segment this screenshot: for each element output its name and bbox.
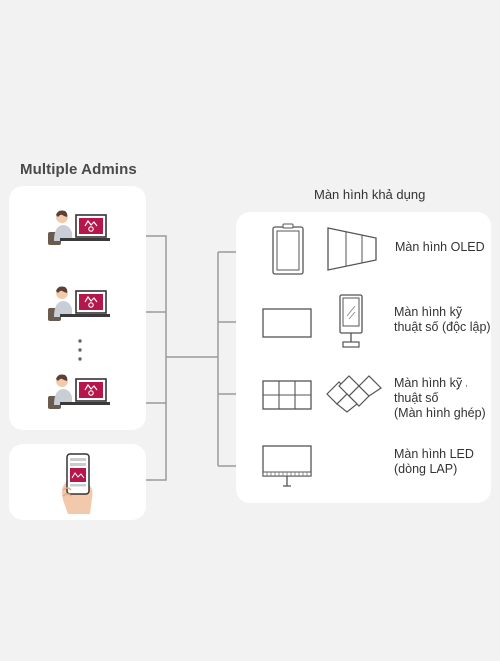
landscape-signage-display-icon bbox=[262, 308, 312, 338]
available-displays-title: Màn hình khả dụng bbox=[314, 187, 426, 202]
tiled-video-wall-icon bbox=[326, 375, 382, 413]
more-admins-ellipsis-icon bbox=[78, 339, 82, 361]
admin-workstation-icon bbox=[48, 374, 110, 409]
mobile-phone-in-hand-icon bbox=[62, 453, 93, 514]
digital-signage-standalone-label: Màn hình kỹ thuật số (độc lập) bbox=[394, 305, 491, 334]
admin-workstation-icon bbox=[48, 210, 110, 245]
oled-portrait-display-icon bbox=[272, 223, 304, 275]
multiple-admins-title: Multiple Admins bbox=[20, 161, 137, 178]
oled-display-label: Màn hình OLED bbox=[395, 240, 485, 254]
standing-kiosk-display-icon bbox=[339, 294, 363, 348]
admin-bracket-line bbox=[128, 235, 167, 404]
led-display-label: Màn hình LED (dòng LAP) bbox=[394, 447, 474, 476]
stray-comma-mark: , bbox=[465, 378, 468, 389]
led-display-icon bbox=[262, 445, 312, 487]
digital-signage-videowall-label: Màn hình kỹ thuật số (Màn hình ghép) bbox=[394, 376, 486, 420]
video-wall-grid-icon bbox=[262, 380, 312, 410]
oled-curved-display-icon bbox=[327, 227, 377, 271]
admin-workstation-icon bbox=[48, 286, 110, 321]
